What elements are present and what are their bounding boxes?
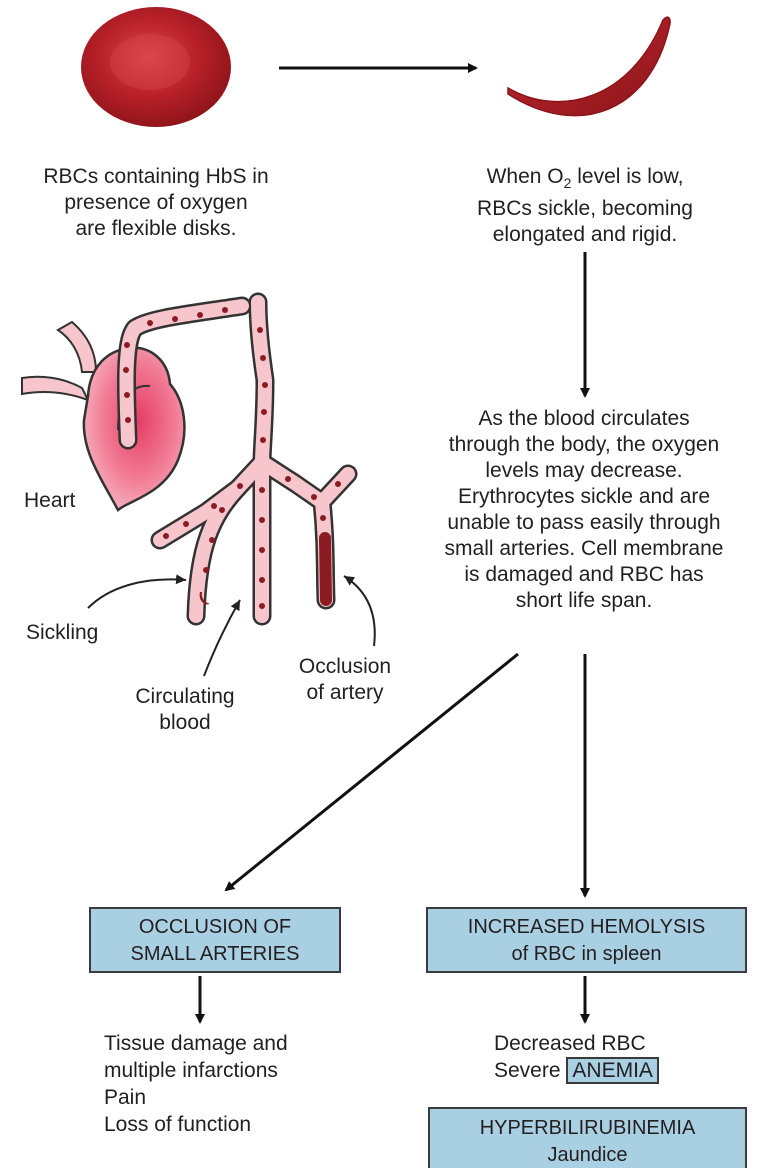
normal-rbc-highlight — [110, 34, 190, 90]
occluded-artery-segment — [325, 538, 326, 600]
circulation-line: short life span. — [408, 588, 760, 614]
severe-anemia-line: Severe ANEMIA — [494, 1057, 659, 1084]
sickling-label: Sickling — [26, 620, 98, 646]
circulating-blood-line: blood — [110, 710, 260, 736]
occlusion-effect-item: multiple infarctions — [104, 1057, 288, 1084]
occlusion-effect-item: Tissue damage and — [104, 1030, 288, 1057]
hyperbilirubinemia-line: Jaundice — [430, 1142, 745, 1169]
occlusion-box-line: OCCLUSION OF — [91, 914, 339, 941]
circulating-pointer — [204, 600, 240, 676]
normal-rbc-caption: RBCs containing HbS in presence of oxyge… — [6, 164, 306, 242]
circulation-line: through the body, the oxygen — [408, 432, 760, 458]
circulation-line: Erythrocytes sickle and are — [408, 484, 760, 510]
hyperbilirubinemia-box: HYPERBILIRUBINEMIA Jaundice — [428, 1107, 747, 1168]
normal-rbc-caption-line: are flexible disks. — [6, 216, 306, 242]
hyperbilirubinemia-line: HYPERBILIRUBINEMIA — [430, 1115, 745, 1142]
occlusion-box: OCCLUSION OF SMALL ARTERIES — [89, 907, 341, 973]
circulation-line: is damaged and RBC has — [408, 562, 760, 588]
normal-rbc-caption-line: RBCs containing HbS in — [6, 164, 306, 190]
occlusion-effect-item: Pain — [104, 1084, 288, 1111]
sickling-pointer — [88, 579, 186, 608]
occlusion-label-line: of artery — [280, 680, 410, 706]
sickle-caption-line1: When O2 level is low, — [430, 164, 740, 196]
anemia-badge: ANEMIA — [566, 1057, 659, 1084]
decreased-rbc-text: Decreased RBC — [494, 1030, 659, 1057]
severe-text: Severe — [494, 1059, 561, 1082]
occlusion-effect-item: Loss of function — [104, 1111, 288, 1138]
hemolysis-box-line: INCREASED HEMOLYSIS — [428, 914, 745, 941]
occlusion-effects: Tissue damage and multiple infarctions P… — [104, 1030, 288, 1138]
heart-label: Heart — [24, 488, 75, 514]
circulation-caption: As the blood circulates through the body… — [408, 406, 760, 614]
hemolysis-box: INCREASED HEMOLYSIS of RBC in spleen — [426, 907, 747, 973]
circulation-line: As the blood circulates — [408, 406, 760, 432]
sickle-caption-line2: RBCs sickle, becoming — [430, 196, 740, 222]
occlusion-box-line: SMALL ARTERIES — [91, 941, 339, 968]
hemolysis-box-line: of RBC in spleen — [428, 941, 745, 968]
sickle-rbc-caption: When O2 level is low, RBCs sickle, becom… — [430, 164, 740, 248]
occlusion-label-line: Occlusion — [280, 654, 410, 680]
heart-image — [22, 322, 184, 510]
occlusion-pointer — [344, 576, 375, 646]
sickle-rbc-image — [508, 17, 670, 115]
circulating-blood-line: Circulating — [110, 684, 260, 710]
circulating-blood-label: Circulating blood — [110, 684, 260, 736]
sickle-caption-line3: elongated and rigid. — [430, 222, 740, 248]
circulation-line: small arteries. Cell membrane — [408, 536, 760, 562]
sickle-caption-pre: When O — [487, 165, 564, 188]
occlusion-of-artery-label: Occlusion of artery — [280, 654, 410, 706]
circulation-line: unable to pass easily through — [408, 510, 760, 536]
hemolysis-effects: Decreased RBC Severe ANEMIA — [494, 1030, 659, 1084]
circulation-line: levels may decrease. — [408, 458, 760, 484]
normal-rbc-caption-line: presence of oxygen — [6, 190, 306, 216]
sickle-caption-post: level is low, — [571, 165, 683, 188]
